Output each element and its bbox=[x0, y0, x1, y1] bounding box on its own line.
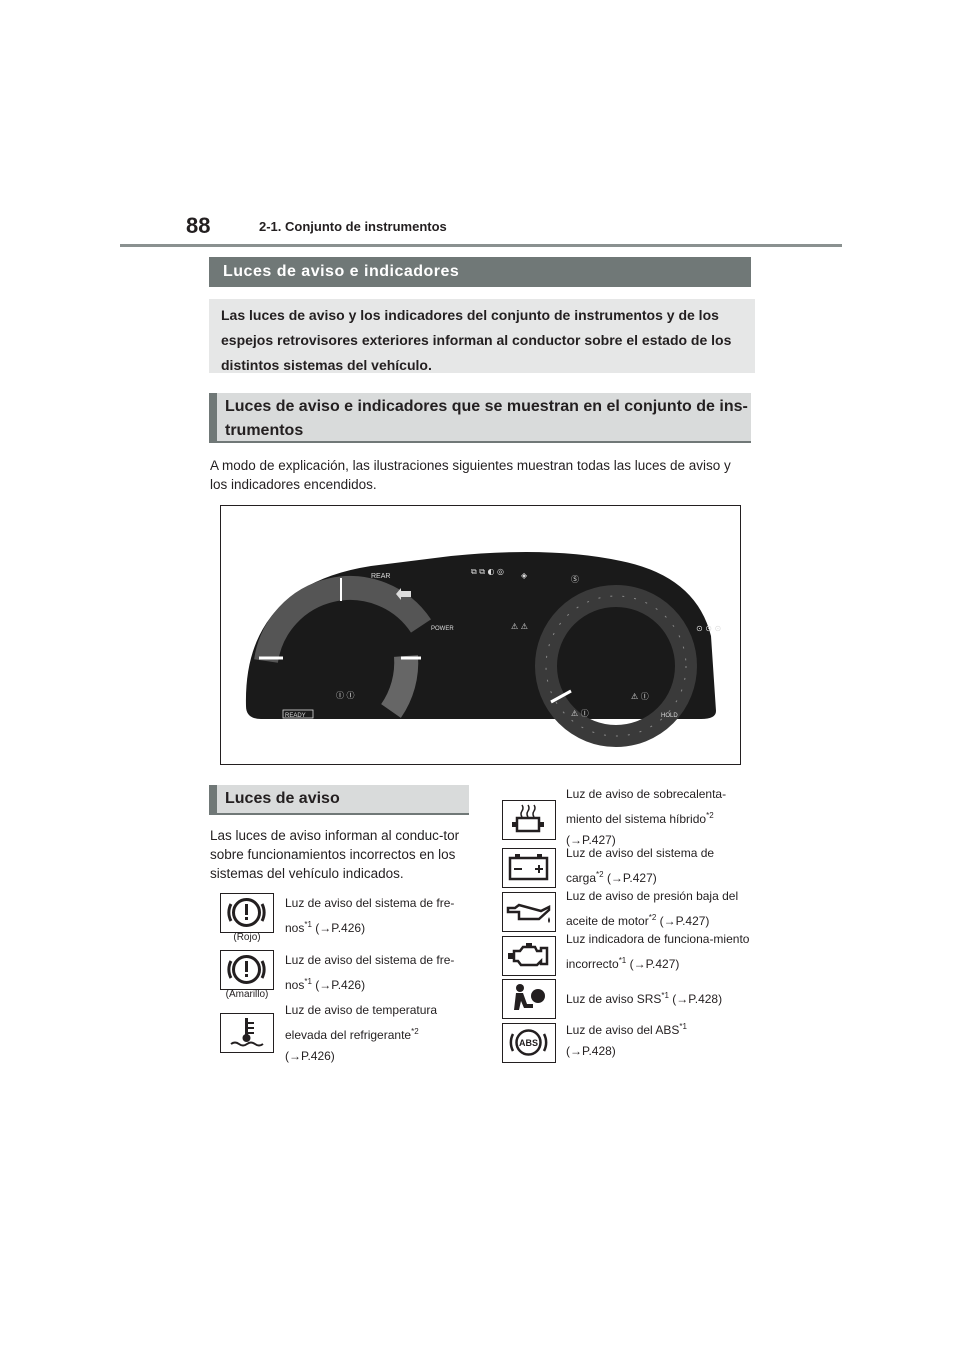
svg-text:Ⓘ Ⓘ: Ⓘ Ⓘ bbox=[336, 691, 355, 700]
warning-lights-explanation: Las luces de aviso informan al conduc-to… bbox=[210, 828, 460, 881]
intro-box: Las luces de aviso y los indicadores del… bbox=[209, 299, 755, 373]
brake-warning-icon bbox=[220, 950, 274, 990]
oil-pressure-icon bbox=[502, 892, 556, 932]
svg-text:◈: ◈ bbox=[521, 571, 528, 580]
check-engine-icon bbox=[502, 936, 556, 976]
svg-text:⧉ ⧉ ◐ ◎: ⧉ ⧉ ◐ ◎ bbox=[471, 567, 504, 576]
page-number: 88 bbox=[186, 213, 211, 238]
power-gauge-arc bbox=[254, 575, 431, 664]
section-banner: Luces de aviso e indicadores bbox=[209, 257, 751, 287]
check-engine-text: Luz indicadora de funciona-miento incorr… bbox=[566, 932, 750, 971]
svg-text:READY: READY bbox=[285, 713, 306, 719]
srs-text: Luz de aviso SRS*1 (→P.428) bbox=[566, 991, 723, 1006]
coolant-text: Luz de aviso de temperatura elevada del … bbox=[285, 1003, 438, 1063]
brake-amber-text: Luz de aviso del sistema de fre-nos*1 (→… bbox=[285, 953, 455, 992]
brake-red-text: Luz de aviso del sistema de fre-nos*1 (→… bbox=[285, 896, 455, 935]
svg-text:⚠ Ⓘ: ⚠ Ⓘ bbox=[571, 709, 589, 718]
instrument-cluster-figure: REAR POWER READY HOLD ⧉ ⧉ ◐ ◎ ◈ Ⓢ ⚠ ⚠ Ⓘ … bbox=[220, 505, 741, 765]
svg-text:⚠ Ⓘ: ⚠ Ⓘ bbox=[631, 692, 649, 701]
brake-warning-icon bbox=[220, 893, 274, 933]
svg-text:REAR: REAR bbox=[371, 573, 390, 580]
item-caption: (Amarillo) bbox=[225, 989, 269, 1000]
abs-icon: ABS bbox=[502, 1023, 556, 1063]
svg-text:ABS: ABS bbox=[519, 1038, 538, 1048]
svg-text:Ⓢ: Ⓢ bbox=[571, 575, 579, 584]
chapter-title: 2-1. Conjunto de instrumentos bbox=[259, 219, 447, 234]
item-caption: (Rojo) bbox=[233, 932, 261, 943]
hybrid-overheat-text: Luz de aviso de sobrecalenta-miento del … bbox=[566, 787, 727, 847]
battery-text: Luz de aviso del sistema de carga*2 (→P.… bbox=[566, 846, 715, 885]
svg-text:POWER: POWER bbox=[431, 626, 454, 632]
abs-text: Luz de aviso del ABS*1(→P.428) bbox=[566, 1022, 687, 1058]
header-rule bbox=[120, 244, 842, 247]
coolant-temperature-icon bbox=[220, 1013, 274, 1053]
battery-icon bbox=[502, 848, 556, 888]
section-heading-cluster: Luces de aviso e indicadores que se mues… bbox=[209, 393, 751, 443]
srs-airbag-icon bbox=[502, 979, 556, 1019]
hybrid-overheat-icon bbox=[502, 800, 556, 840]
svg-text:HOLD: HOLD bbox=[661, 713, 678, 719]
svg-text:⚠ ⚠: ⚠ ⚠ bbox=[511, 622, 528, 631]
svg-text:⊙ ⊙ ⊙: ⊙ ⊙ ⊙ bbox=[696, 624, 721, 633]
oil-pressure-text: Luz de aviso de presión baja del aceite … bbox=[566, 889, 739, 928]
power-gauge-arc-right bbox=[380, 655, 419, 718]
cluster-explanation: A modo de explicación, las ilustraciones… bbox=[210, 458, 731, 492]
section-heading-warning-lights: Luces de aviso bbox=[209, 785, 469, 815]
